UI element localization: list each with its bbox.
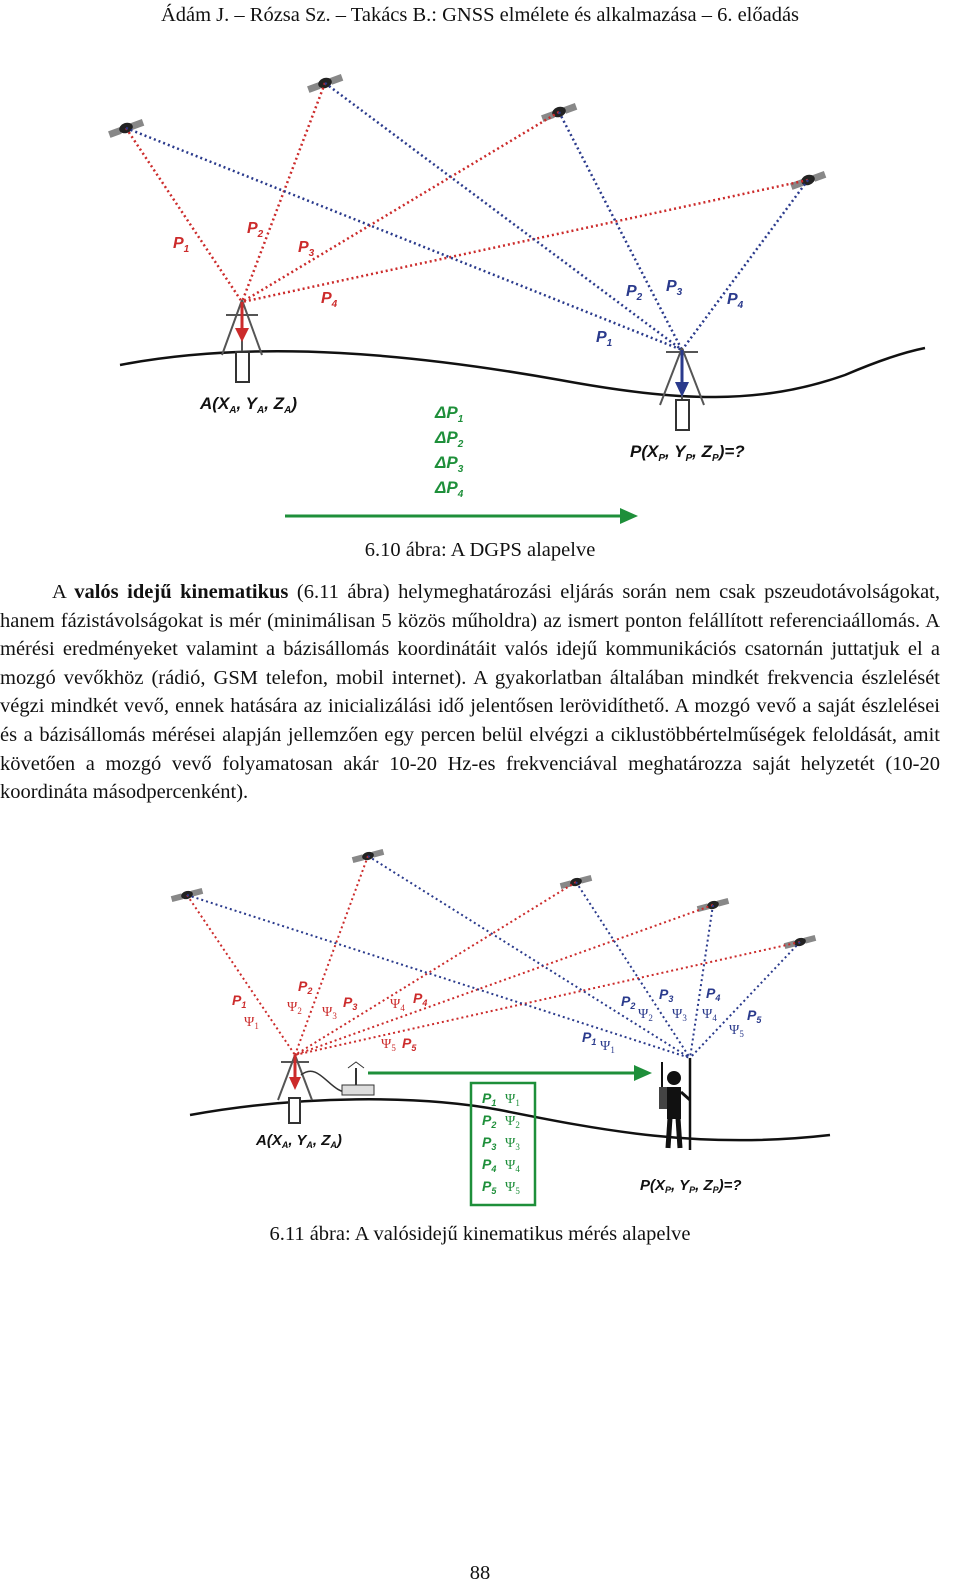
base-tripod-icon — [277, 1054, 313, 1124]
obs-p3: P3 — [482, 1134, 496, 1152]
left-label-p4: P4 — [321, 290, 338, 310]
base-tripod-icon — [221, 299, 263, 383]
rover-rays — [186, 855, 801, 1059]
figure-rtk: P1 Ψ1 P2 Ψ2 P3 Ψ3 P4 Ψ4 P5 Ψ5 P1 Ψ1 P2 Ψ… — [0, 840, 960, 1220]
left-psi2: Ψ2 — [287, 1000, 302, 1016]
correction-2: ΔP2 — [434, 428, 464, 450]
obs-p1: P1 — [482, 1090, 496, 1108]
rover-coordinates-label: P(XP, YP, ZP)=? — [640, 1177, 742, 1195]
left-p3: P3 — [343, 994, 357, 1012]
left-label-p3: P3 — [298, 239, 315, 259]
bold-term: valós idejű kinematikus — [74, 581, 289, 603]
right-psi1: Ψ1 — [600, 1039, 615, 1055]
right-label-p1: P1 — [596, 329, 613, 349]
rtk-diagram: P1 Ψ1 P2 Ψ2 P3 Ψ3 P4 Ψ4 P5 Ψ5 P1 Ψ1 P2 Ψ… — [170, 848, 831, 1207]
right-psi2: Ψ2 — [638, 1007, 653, 1023]
rover-coordinates-label: P(XP, YP, ZP)=? — [630, 442, 745, 464]
rover-person-icon — [659, 1058, 692, 1150]
figure2-caption: 6.11 ábra: A valósidejű kinematikus méré… — [269, 1223, 691, 1245]
correction-1: ΔP1 — [434, 403, 464, 425]
right-psi4: Ψ4 — [702, 1007, 717, 1023]
left-label-p1: P1 — [173, 235, 190, 255]
left-label-p2: P2 — [247, 220, 264, 240]
left-psi3: Ψ3 — [322, 1005, 337, 1021]
right-p2: P2 — [621, 993, 635, 1011]
right-label-p2: P2 — [626, 283, 643, 303]
left-psi1: Ψ1 — [244, 1015, 259, 1031]
right-label-p4: P4 — [727, 291, 744, 311]
right-p5: P5 — [747, 1007, 762, 1025]
correction-3: ΔP3 — [434, 453, 464, 475]
obs-p5: P5 — [482, 1178, 497, 1196]
base-coordinates-label: A(XA, YA, ZA) — [199, 394, 297, 416]
obs-psi1: Ψ1 — [505, 1092, 520, 1108]
obs-psi5: Ψ5 — [505, 1180, 520, 1196]
right-p4: P4 — [706, 985, 720, 1003]
terrain-line — [119, 346, 926, 399]
figure-dgps: P1 P2 P3 P4 P1 P2 P3 P4 A(XA, YA, ZA) P(… — [0, 60, 960, 530]
correction-4: ΔP4 — [434, 478, 464, 500]
base-coordinates-label: A(XA, YA, ZA) — [255, 1132, 342, 1150]
page-number: 88 — [469, 1562, 491, 1584]
left-p5: P5 — [402, 1035, 417, 1053]
rover-rays — [125, 81, 810, 352]
left-p1: P1 — [232, 992, 246, 1010]
left-psi5: Ψ5 — [381, 1037, 396, 1053]
obs-psi3: Ψ3 — [505, 1136, 520, 1152]
obs-p2: P2 — [482, 1112, 496, 1130]
observation-box — [469, 1081, 537, 1207]
right-p1: P1 — [582, 1029, 596, 1047]
right-label-p3: P3 — [666, 278, 683, 298]
obs-p4: P4 — [482, 1156, 496, 1174]
page-header: Ádám J. – Rózsa Sz. – Takács B.: GNSS el… — [160, 4, 800, 26]
right-psi3: Ψ3 — [672, 1007, 687, 1023]
right-psi5: Ψ5 — [729, 1023, 744, 1039]
left-psi4: Ψ4 — [390, 997, 405, 1013]
satellite-icon — [559, 874, 593, 890]
body-paragraph: A valós idejű kinematikus (6.11 ábra) he… — [0, 581, 940, 804]
rover-tripod-icon — [659, 347, 705, 431]
dgps-diagram: P1 P2 P3 P4 P1 P2 P3 P4 A(XA, YA, ZA) P(… — [108, 74, 926, 524]
radio-modem-icon — [341, 1061, 375, 1096]
obs-psi4: Ψ4 — [505, 1158, 520, 1174]
right-p3: P3 — [659, 986, 673, 1004]
obs-psi2: Ψ2 — [505, 1114, 520, 1130]
base-rays — [124, 82, 809, 304]
left-p4: P4 — [413, 990, 427, 1008]
figure1-caption: 6.10 ábra: A DGPS alapelve — [364, 539, 596, 561]
base-rays — [186, 855, 801, 1056]
left-p2: P2 — [298, 978, 312, 996]
